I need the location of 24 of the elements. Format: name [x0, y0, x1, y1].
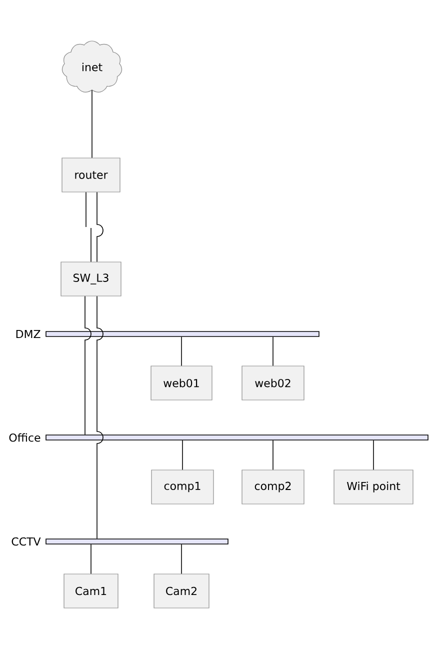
connector-line: [272, 440, 274, 470]
network-label: Office: [9, 433, 40, 442]
connector-line: [181, 336, 182, 366]
connector-line: [84, 296, 92, 435]
node-box: comp1: [151, 470, 214, 504]
network-label: CCTV: [12, 537, 41, 546]
connector-line: [96, 192, 104, 262]
connector-line: [272, 336, 274, 366]
node-box: Cam2: [154, 574, 210, 608]
connector-line: [96, 296, 104, 539]
cloud: inet: [62, 40, 122, 92]
connector-line: [182, 440, 183, 470]
node-box: Cam1: [64, 574, 118, 608]
node-box: web02: [242, 366, 304, 400]
node-box: SW_L3: [60, 262, 122, 296]
connector-line: [373, 440, 374, 470]
connector-line: [90, 228, 92, 262]
network-label: DMZ: [16, 330, 40, 338]
node-box: web01: [150, 366, 212, 400]
connector-line: [181, 544, 182, 574]
node-box: router: [62, 158, 120, 192]
node-box: WiFi point: [334, 470, 414, 504]
node-box: comp2: [242, 470, 304, 504]
connector-line: [90, 544, 92, 574]
